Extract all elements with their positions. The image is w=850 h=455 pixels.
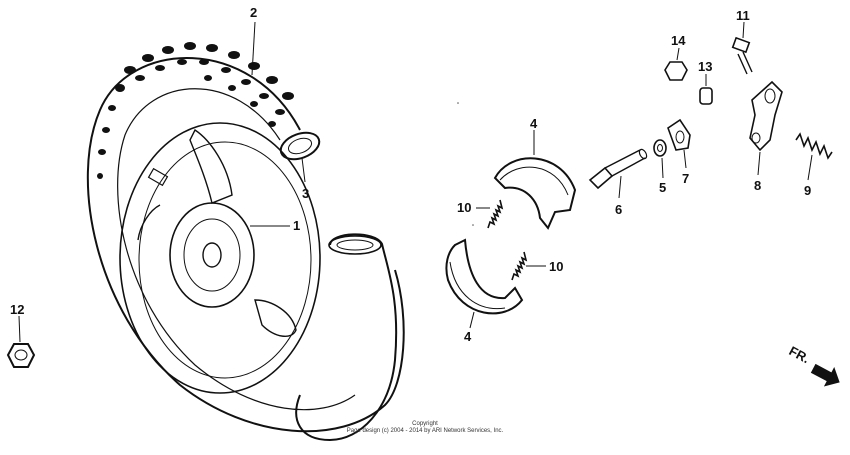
copyright-line-2: Page design (c) 2004 - 2014 by ARI Netwo… — [346, 428, 504, 434]
washer[interactable] — [653, 139, 667, 157]
wheel-assembly — [86, 42, 405, 442]
callout-4-upper[interactable]: 4 — [530, 116, 538, 131]
brake-shoe-lower[interactable] — [445, 238, 524, 315]
joint-pin[interactable] — [699, 87, 713, 105]
callout-2[interactable]: 2 — [250, 5, 257, 20]
callout-8[interactable]: 8 — [754, 178, 761, 193]
tire-cross-section — [295, 233, 398, 442]
callout-14[interactable]: 14 — [671, 33, 686, 48]
callouts: 2 3 1 4 10 10 4 6 5 7 8 9 11 12 13 14 — [10, 5, 811, 344]
callout-9[interactable]: 9 — [804, 183, 811, 198]
brake-spring-upper[interactable] — [487, 199, 504, 229]
callout-3[interactable]: 3 — [302, 186, 309, 201]
brake-arm-spring[interactable] — [795, 132, 833, 160]
callout-6[interactable]: 6 — [615, 202, 622, 217]
callout-7[interactable]: 7 — [682, 171, 689, 186]
axle-nut[interactable] — [6, 343, 36, 368]
brake-arm[interactable] — [749, 80, 783, 152]
brake-arm-nut[interactable] — [664, 61, 688, 81]
wear-indicator-plate[interactable] — [667, 118, 691, 151]
callout-4-lower[interactable]: 4 — [464, 329, 472, 344]
brake-spring-lower[interactable] — [511, 251, 528, 281]
direction-label: FR. — [787, 343, 813, 366]
arrow-right-icon — [810, 363, 840, 387]
brake-arm-bolt[interactable] — [731, 36, 753, 75]
tire-tread — [97, 42, 294, 179]
rim[interactable] — [119, 122, 321, 394]
brake-shoe-upper[interactable] — [493, 157, 577, 230]
callout-10-lower[interactable]: 10 — [549, 259, 563, 274]
callout-13[interactable]: 13 — [698, 59, 712, 74]
leader-lines — [18, 21, 813, 343]
callout-12[interactable]: 12 — [10, 302, 24, 317]
brake-cam[interactable] — [588, 148, 648, 190]
tire[interactable] — [86, 57, 405, 433]
copyright-line-1: Copyright — [412, 421, 438, 427]
callout-10-upper[interactable]: 10 — [457, 200, 471, 215]
front-direction-indicator: FR. — [787, 343, 840, 387]
callout-1[interactable]: 1 — [293, 218, 300, 233]
callout-5[interactable]: 5 — [659, 180, 666, 195]
callout-11[interactable]: 11 — [736, 8, 750, 23]
